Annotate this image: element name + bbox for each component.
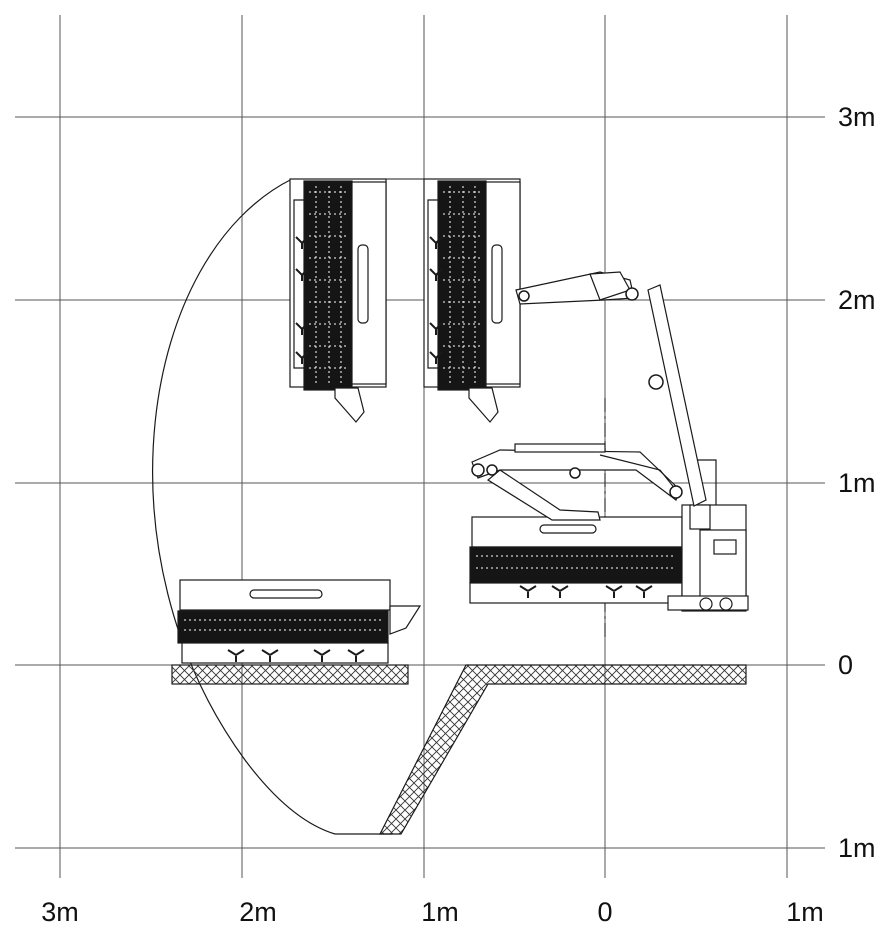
mower-head-tractor-side [469,516,683,604]
x-label-1m: 1m [421,897,459,925]
ground-left [171,664,409,685]
x-axis-labels: 3m 2m 1m 0 1m [41,897,824,925]
ditch-ground [379,664,747,835]
hydraulic-arm [471,271,707,521]
y-label-3m: 3m [838,102,876,132]
y-axis-labels: 3m 2m 1m 0 1m [838,102,876,863]
reach-envelope [152,178,392,835]
x-label-3m: 3m [41,897,79,925]
x-label-minus1m: 1m [786,897,824,925]
mower-head-vertical-b [423,178,521,423]
y-label-2m: 2m [838,285,876,315]
arm-pivots [471,287,683,499]
grid [15,15,825,878]
y-label-1m: 1m [838,468,876,498]
tractor-mount [667,459,749,612]
x-label-2m: 2m [239,897,277,925]
y-label-0: 0 [838,650,853,680]
mower-head-vertical-a [289,178,387,423]
y-label-minus1m: 1m [838,833,876,863]
mower-head-ground-left [177,579,422,664]
x-label-0: 0 [597,897,612,925]
